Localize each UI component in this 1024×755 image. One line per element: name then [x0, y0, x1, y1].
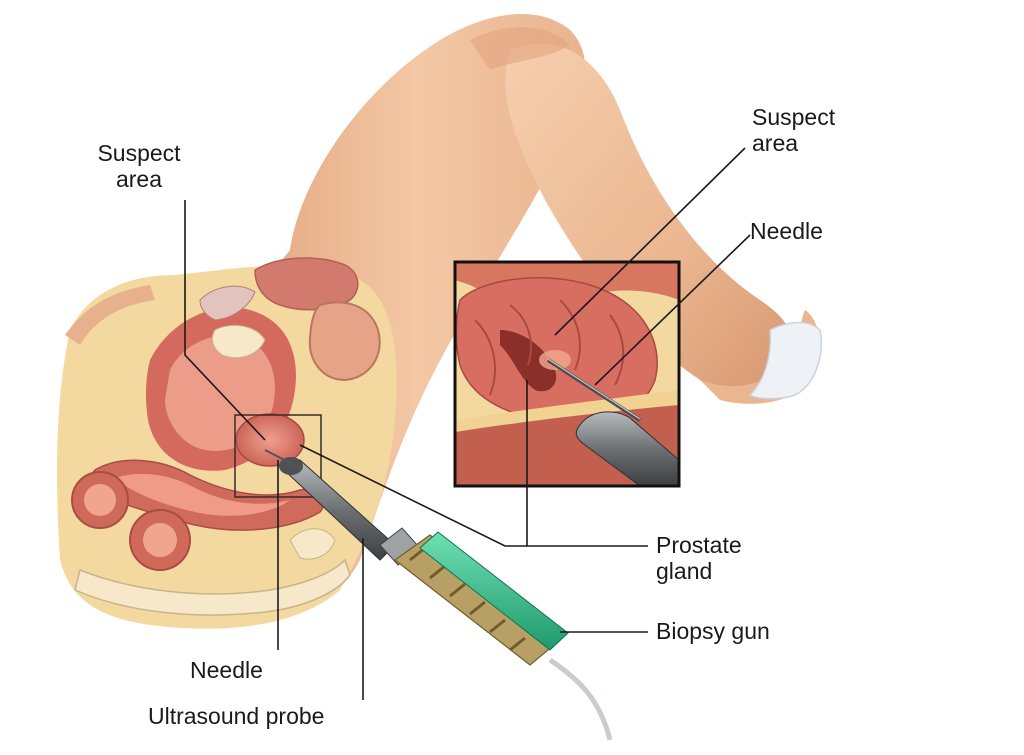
gun-cable — [548, 657, 613, 741]
gun-body — [393, 534, 561, 666]
leader-left-suspect — [184, 200, 266, 441]
inset-view — [453, 260, 681, 488]
label-left-suspect-area: Suspect area — [84, 140, 194, 192]
label-ultrasound-probe: Ultrasound probe — [148, 703, 324, 729]
spine — [74, 558, 351, 616]
inset-lobes — [474, 299, 625, 396]
colon-loop-1-lumen — [84, 484, 116, 516]
seminal-vesicle — [199, 285, 256, 321]
label-biopsy-gun-text: Biopsy gun — [656, 618, 770, 644]
label-right-suspect-line2: area — [752, 130, 799, 156]
inset-urethra — [500, 330, 557, 392]
gun-ridges — [409, 546, 526, 652]
label-prostate-line2: gland — [656, 558, 713, 584]
label-right-suspect-line1: Suspect — [752, 104, 836, 130]
gun-green-top — [419, 531, 569, 651]
inset-needle — [546, 358, 642, 422]
leader-right-needle — [594, 234, 751, 386]
sock — [748, 321, 822, 400]
label-right-needle: Needle — [750, 218, 823, 244]
label-right-suspect-area: Suspect area — [752, 104, 835, 156]
pubic-bone — [211, 324, 266, 359]
leader-prostate-main — [299, 444, 527, 547]
leader-lines — [184, 147, 751, 700]
leader-right-suspect — [554, 147, 746, 336]
scrotum — [308, 301, 381, 382]
label-prostate-gland: Prostate gland — [656, 532, 742, 584]
label-left-suspect-line1: Suspect — [97, 140, 181, 166]
skin-edge — [65, 285, 155, 345]
inset-needle-highlight — [547, 358, 641, 420]
tailbone — [289, 528, 336, 560]
lower-leg — [505, 43, 794, 391]
probe-tip — [279, 457, 303, 475]
biopsy-device — [264, 449, 613, 741]
inset-frame — [453, 260, 681, 488]
penis — [254, 257, 359, 311]
inset-probe — [575, 411, 679, 486]
inset-fat-band — [455, 390, 679, 432]
label-ultrasound-probe-text: Ultrasound probe — [148, 703, 325, 729]
colon-loop-2-lumen — [143, 523, 177, 557]
pelvic-cross-section — [57, 257, 397, 629]
label-right-needle-text: Needle — [750, 218, 823, 244]
rectum-lumen — [115, 473, 290, 516]
knee-shadow — [470, 27, 570, 70]
inset-suspect-area — [539, 350, 571, 370]
label-left-suspect-line2: area — [115, 166, 163, 192]
label-bottom-needle-text: Needle — [190, 657, 263, 683]
needle — [264, 449, 301, 469]
label-biopsy-gun: Biopsy gun — [656, 618, 770, 644]
label-prostate-line1: Prostate — [656, 532, 742, 558]
label-bottom-needle: Needle — [190, 657, 263, 683]
